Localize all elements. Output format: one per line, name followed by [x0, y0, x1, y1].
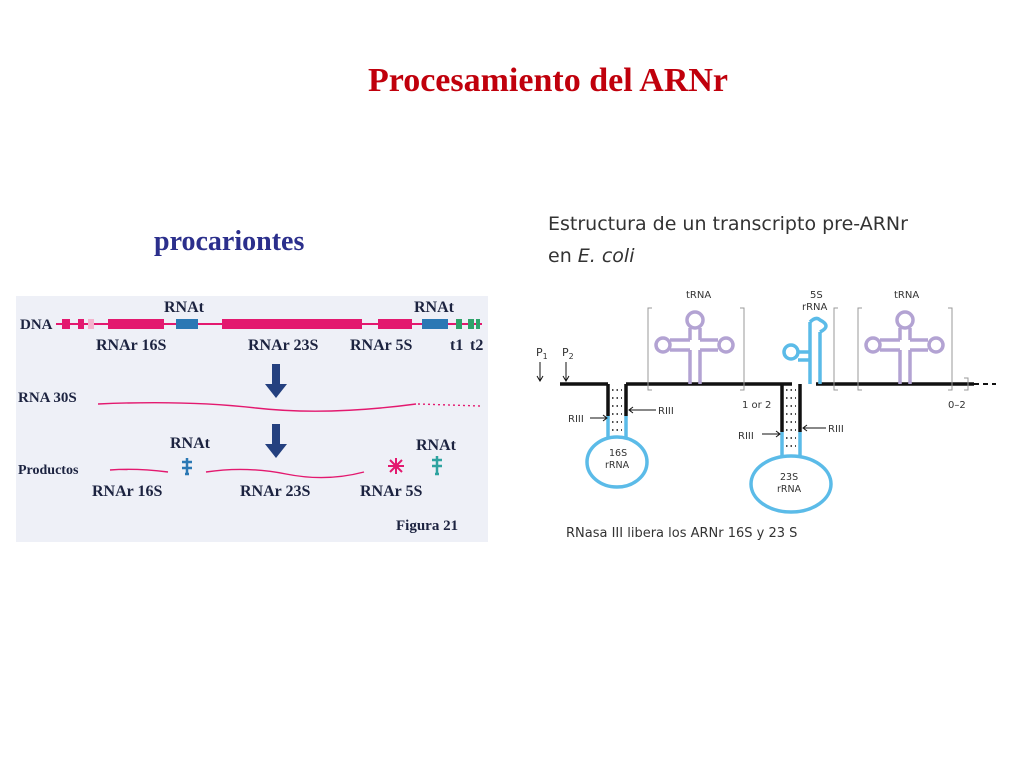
pre-rrna-figure: Estructura de un transcripto pre-ARNr en…	[520, 200, 1000, 560]
rnase-iii-site-label: RIII	[568, 414, 584, 425]
dna-segment	[78, 319, 84, 329]
rnase-iii-site-label: RIII	[828, 424, 844, 435]
product-23s	[205, 468, 365, 479]
bracket	[647, 307, 652, 391]
productos-label: Productos	[18, 463, 79, 478]
trna-product-icon	[182, 458, 192, 476]
figure-caption: RNasa III libera los ARNr 16S y 23 S	[566, 526, 797, 541]
product-16s-label: RNAr 16S	[92, 483, 162, 500]
23s-stem-black	[780, 384, 802, 432]
product-23s-label: RNAr 23S	[240, 483, 310, 500]
terminator-block	[468, 319, 474, 329]
16s-stem-blue	[606, 416, 628, 438]
t2-label: t2	[470, 337, 483, 354]
16s-label: 16S	[609, 448, 627, 459]
spacer-count-label: 1 or 2	[742, 400, 771, 411]
terminator-block	[456, 319, 462, 329]
dna-label: DNA	[20, 317, 53, 333]
organism-name: E. coli	[577, 245, 635, 267]
16s-rrna-label: rRNA	[605, 460, 630, 471]
product-5s-label: RNAr 5S	[360, 483, 422, 500]
trna-block	[422, 319, 448, 329]
16s-stem-black	[606, 384, 628, 416]
rna30s-tail	[417, 403, 481, 407]
trna-1-cloverleaf	[654, 310, 735, 384]
23s-label: 23S	[780, 472, 798, 483]
5s-rrna-label: rRNA	[802, 302, 828, 313]
bracket	[948, 307, 953, 391]
rnase-iii-site-label: RIII	[658, 406, 674, 417]
gene-23s-block	[222, 319, 362, 329]
promoter-p2-label: P2	[562, 346, 574, 361]
bracket	[857, 307, 862, 391]
rnat-label: RNAt	[416, 437, 457, 454]
16s-pairing	[612, 389, 622, 431]
heading-line-2: en E. coli	[548, 245, 635, 267]
trna-2-cloverleaf	[864, 310, 945, 384]
23s-stem-blue	[780, 432, 802, 456]
dna-segment	[62, 319, 70, 329]
5s-label: 5S	[810, 290, 823, 301]
slide-title: Procesamiento del ARNr	[367, 62, 729, 99]
gene-16s-block	[108, 319, 164, 329]
slide-subtitle: procariontes	[154, 226, 305, 257]
bracket	[833, 307, 838, 391]
5s-rrna-hairpin	[782, 316, 828, 384]
gene-5s-block	[378, 319, 412, 329]
spacer-count-label: 0–2	[948, 400, 966, 411]
23s-pairing	[786, 389, 796, 447]
down-arrow-icon	[265, 364, 287, 398]
rna30s-transcript	[97, 401, 417, 412]
down-arrow-icon	[265, 424, 287, 458]
23s-rrna-loop	[749, 454, 833, 514]
t1-label: t1	[450, 337, 463, 354]
trna-label: tRNA	[686, 290, 711, 301]
dna-segment	[88, 319, 94, 329]
16s-rrna-loop	[585, 435, 649, 489]
rnat-label: RNAt	[414, 299, 455, 316]
rnat-label: RNAt	[170, 435, 211, 452]
trna-product-icon	[432, 456, 442, 476]
rnat-label: RNAt	[164, 299, 205, 316]
pre-rrna-heading: Estructura de un transcripto pre-ARNr en…	[548, 208, 908, 272]
rnase-iii-site-label: RIII	[738, 431, 754, 442]
gene-23s-label: RNAr 23S	[248, 337, 318, 354]
transcript-diagram: P1 P2 16S rRNA RIII RIII	[536, 290, 996, 541]
bracket	[740, 307, 745, 391]
operon-figure: DNA RNAt RNAt RNAr 16S RNAr 23S RNAr 5S …	[16, 296, 488, 542]
trna-block	[176, 319, 198, 329]
terminator-block	[476, 319, 480, 329]
figure-caption: Figura 21	[396, 518, 458, 534]
product-16s	[109, 468, 169, 473]
trna-label: tRNA	[894, 290, 919, 301]
operon-diagram: DNA RNAt RNAt RNAr 16S RNAr 23S RNAr 5S …	[18, 299, 483, 534]
gene-5s-label: RNAr 5S	[350, 337, 412, 354]
23s-rrna-label: rRNA	[777, 484, 802, 495]
rrna-5s-product-icon	[388, 458, 404, 474]
promoter-p1-label: P1	[536, 346, 548, 361]
heading-line-1: Estructura de un transcripto pre-ARNr	[548, 213, 908, 235]
rna30s-label: RNA 30S	[18, 390, 77, 406]
bracket	[964, 377, 969, 391]
gene-16s-label: RNAr 16S	[96, 337, 166, 354]
